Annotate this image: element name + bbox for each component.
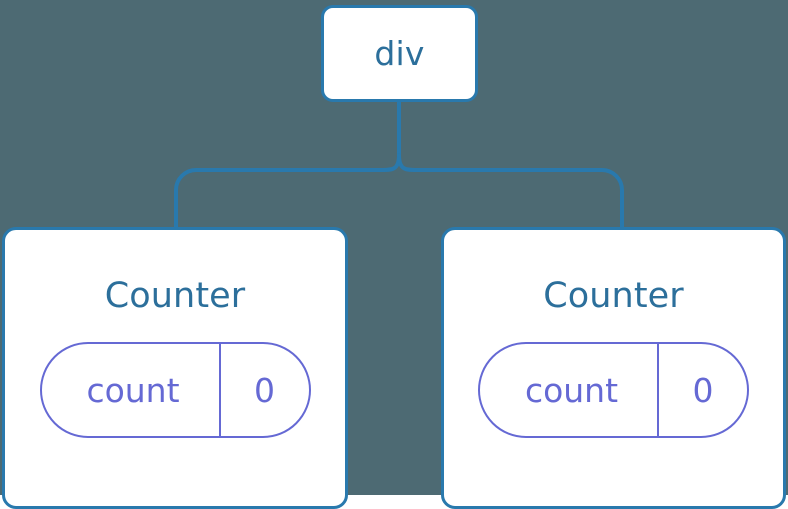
- node-counter-right[interactable]: Counter count 0: [441, 227, 786, 509]
- node-counter-right-label: Counter: [543, 276, 684, 316]
- state-pill-right-key: count: [524, 370, 619, 410]
- state-pill-left-value: 0: [218, 344, 309, 436]
- connector-branch-right: [397, 153, 624, 231]
- connector-branch-left: [174, 153, 401, 231]
- state-pill-right-value: 0: [657, 344, 747, 436]
- state-pill-left[interactable]: count 0: [39, 342, 311, 438]
- state-pill-right[interactable]: count 0: [478, 342, 749, 438]
- node-counter-left-label: Counter: [104, 276, 246, 316]
- node-div[interactable]: div: [321, 5, 478, 102]
- state-pill-left-key: count: [86, 370, 180, 410]
- node-div-label: div: [374, 34, 425, 73]
- node-counter-left[interactable]: Counter count 0: [2, 227, 348, 509]
